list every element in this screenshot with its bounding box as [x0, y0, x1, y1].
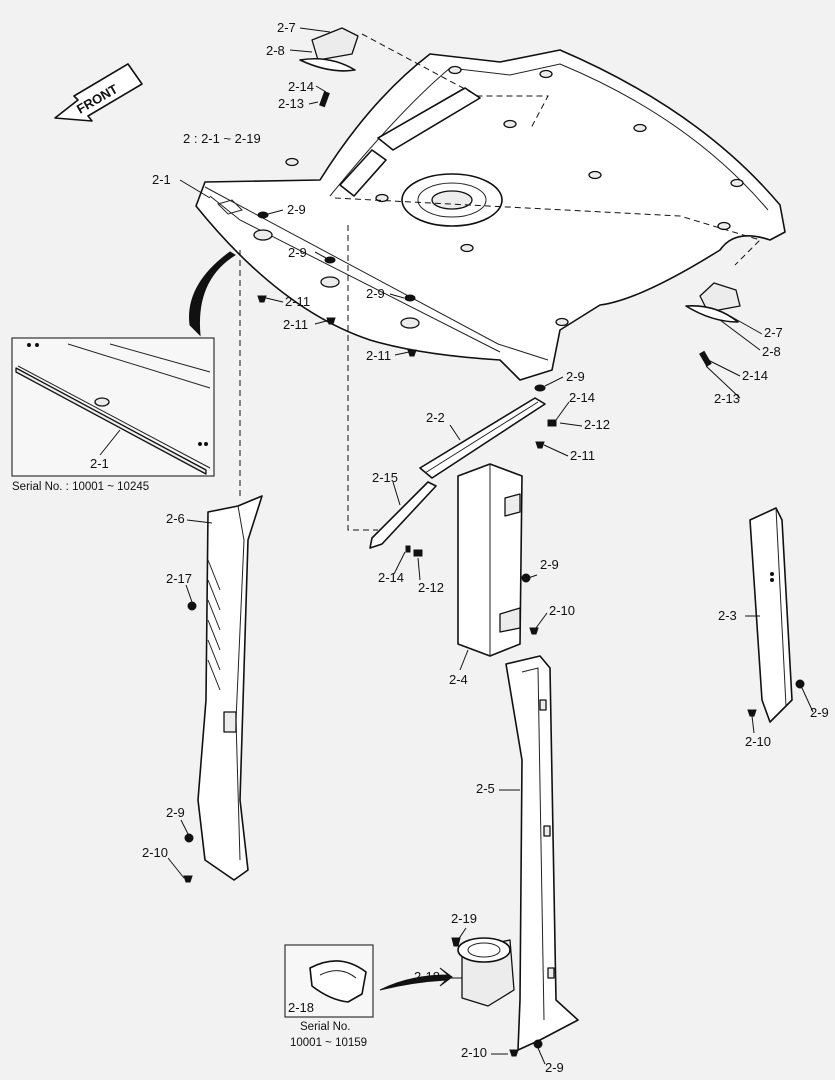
callout: 2-11	[283, 317, 308, 332]
inset-detail-bottom: 2-18 Serial No. 10001 ~ 10159	[284, 944, 453, 1049]
callout: 2-9	[288, 245, 307, 260]
callout: 2-7	[277, 20, 296, 35]
callout: 2-5	[476, 781, 495, 796]
callout: 2-12	[584, 417, 610, 432]
inset-bottom-part-label: 2-18	[288, 1000, 314, 1015]
callout: 2-9	[810, 705, 829, 720]
callout: 2-14	[742, 368, 768, 383]
callout: 2-14	[569, 390, 595, 405]
inset-top-part-label: 2-1	[90, 456, 109, 471]
panel-clip-bosses	[253, 65, 744, 329]
callout: 2-10	[745, 734, 771, 749]
callout: 2-8	[266, 43, 285, 58]
callout: 2-13	[278, 96, 304, 111]
callout: 2-11	[570, 448, 595, 463]
cup-holder-2-18	[451, 937, 515, 1007]
pillar-right-2-3	[747, 507, 805, 723]
callout: 2-19	[451, 911, 477, 926]
callout: 2-7	[764, 325, 783, 340]
pillar-center-2-4	[457, 463, 539, 657]
callout: 2-9	[366, 286, 385, 301]
callout-labels: 2-7 2-8 2-14 2-13 2-1 2-9 2-9 2-9 2-11 2…	[142, 20, 829, 1075]
callout: 2-15	[372, 470, 398, 485]
callout: 2-11	[366, 348, 391, 363]
leader-lines	[167, 27, 814, 1065]
callout: 2-10	[461, 1045, 487, 1060]
callout: 2-10	[549, 603, 575, 618]
callout: 2-10	[142, 845, 168, 860]
callout: 2-2	[426, 410, 445, 425]
callout: 2-12	[418, 580, 444, 595]
callout: 2-3	[718, 608, 737, 623]
fasteners-top	[257, 211, 417, 357]
callout: 2-4	[449, 672, 468, 687]
callout: 2-9	[540, 557, 559, 572]
assembly-note: 2 : 2-1 ~ 2-19	[183, 131, 261, 146]
callout: 2-14	[288, 79, 314, 94]
callout: 2-1	[152, 172, 171, 187]
inset-detail-top: 2-1 Serial No. : 10001 ~ 10245	[11, 337, 215, 493]
callout: 2-8	[762, 344, 781, 359]
callout: 2-9	[287, 202, 306, 217]
callout: 2-18	[414, 969, 440, 984]
callout: 2-9	[166, 805, 185, 820]
inset-bottom-serial-1: Serial No.	[300, 1021, 351, 1033]
callout: 2-14	[378, 570, 404, 585]
inset-top-serial-note: Serial No. : 10001 ~ 10245	[12, 481, 149, 493]
hidden-line	[334, 197, 761, 266]
callout: 2-6	[166, 511, 185, 526]
callout: 2-17	[166, 571, 192, 586]
inset-bottom-serial-2: 10001 ~ 10159	[290, 1037, 367, 1049]
rail-2-2	[419, 397, 546, 479]
callout: 2-9	[566, 369, 585, 384]
headliner-panel	[195, 49, 786, 381]
speaker-left	[299, 27, 359, 108]
callout: 2-11	[285, 294, 310, 309]
speaker-right	[685, 282, 741, 367]
inset-pointer-arrow	[189, 251, 236, 337]
rail-2-15	[369, 384, 557, 557]
pillar-left-2-6	[183, 495, 263, 883]
hidden-line	[361, 33, 549, 131]
hidden-line	[347, 225, 378, 531]
callout: 2-13	[714, 391, 740, 406]
callout: 2-9	[545, 1060, 564, 1075]
front-arrow-icon: FRONT	[54, 63, 143, 122]
pillar-long-2-5	[505, 655, 579, 1057]
